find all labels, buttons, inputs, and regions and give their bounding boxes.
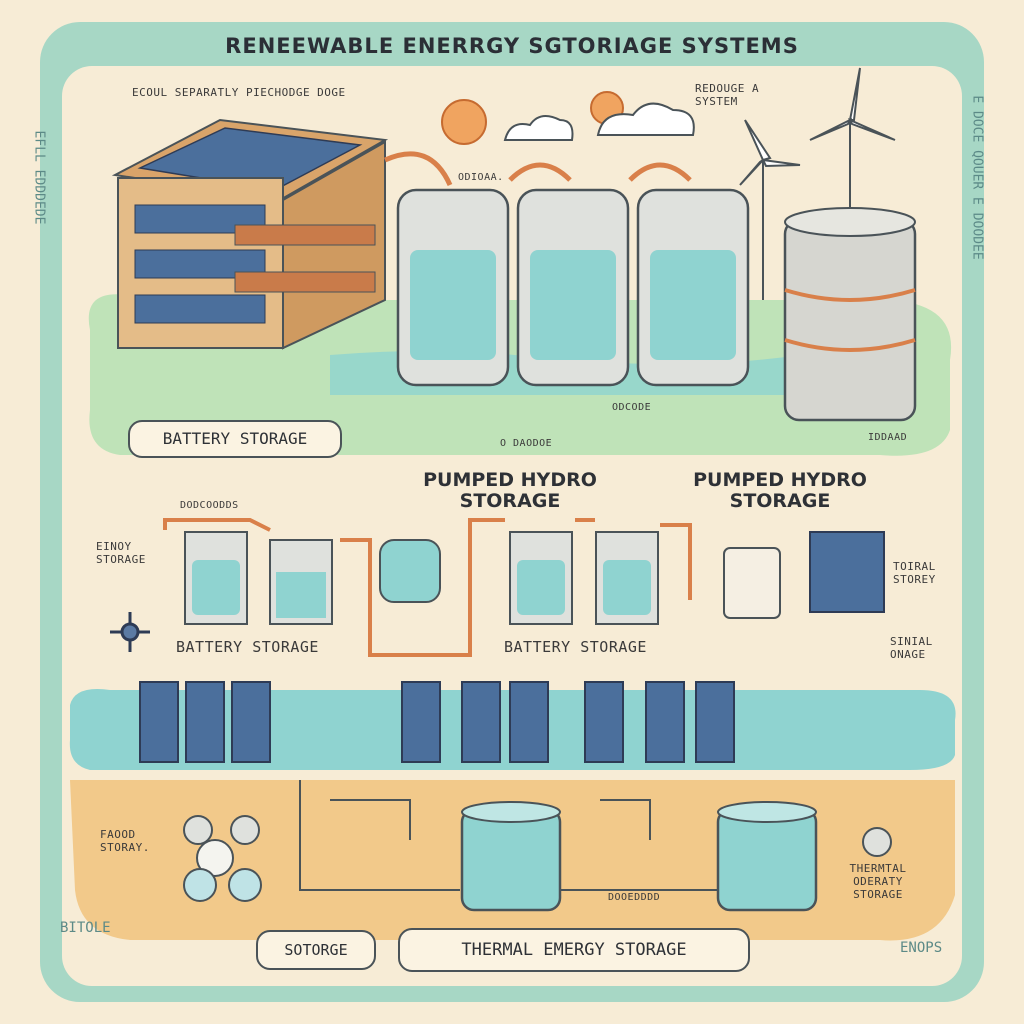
flow-note: ODCODE	[612, 402, 651, 413]
water-tank-1	[398, 190, 508, 385]
pipe-note: ODIOAA.	[458, 172, 504, 183]
sotorge-tag: SOTORGE	[256, 930, 376, 970]
page-title: RENEEWABLE ENERRGY SGTORIAGE SYSTEMS	[0, 34, 1024, 58]
right-vertical-text: E DOCE QOUER E DOODEE	[970, 95, 985, 259]
pumped-hydro-right-label: PUMPED HYDRO STORAGE	[690, 470, 870, 512]
note-top-left: ECOUL SEPARATLY PIECHODGE DOGE	[132, 86, 372, 99]
thermal-energy-storage-tag: THERMAL EMERGY STORAGE	[398, 928, 750, 972]
flow-note-2: O DAODOE	[500, 438, 552, 449]
note-top-right: REDOUGE A SYSTEM	[695, 82, 775, 108]
middle-small-header: DODCOODDS	[180, 500, 239, 511]
middle-right-label-2: SINIAL ONAGE	[890, 635, 950, 661]
water-tank-2	[518, 190, 628, 385]
water-tank-3	[638, 190, 748, 385]
cylindrical-storage-unit	[785, 208, 915, 420]
solar-battery-rack	[115, 120, 385, 348]
bottom-left-label: FAOOD STORAY.	[100, 828, 170, 854]
bottom-right-text: ENOPS	[900, 940, 942, 956]
battery-storage-tag: BATTERY STORAGE	[128, 420, 342, 458]
bottom-right-label: THERMTAL ODERATY STORAGE	[828, 862, 928, 901]
left-vertical-text: EFLL EDDDEDE	[31, 131, 46, 225]
pumped-hydro-left-label: PUMPED HYDRO STORAGE	[420, 470, 600, 512]
middle-left-label: EINOY STORAGE	[96, 540, 166, 566]
middle-right-label-1: TOIRAL STOREY	[893, 560, 953, 586]
right-small-note: IDDAAD	[868, 432, 907, 443]
battery-storage-left-label: BATTERY STORAGE	[176, 638, 319, 656]
bottom-center-note: DOOEDDDD	[608, 892, 660, 903]
sun-icon	[442, 100, 486, 144]
battery-storage-right-label: BATTERY STORAGE	[504, 638, 647, 656]
bottom-left-text: BITOLE	[60, 920, 111, 936]
